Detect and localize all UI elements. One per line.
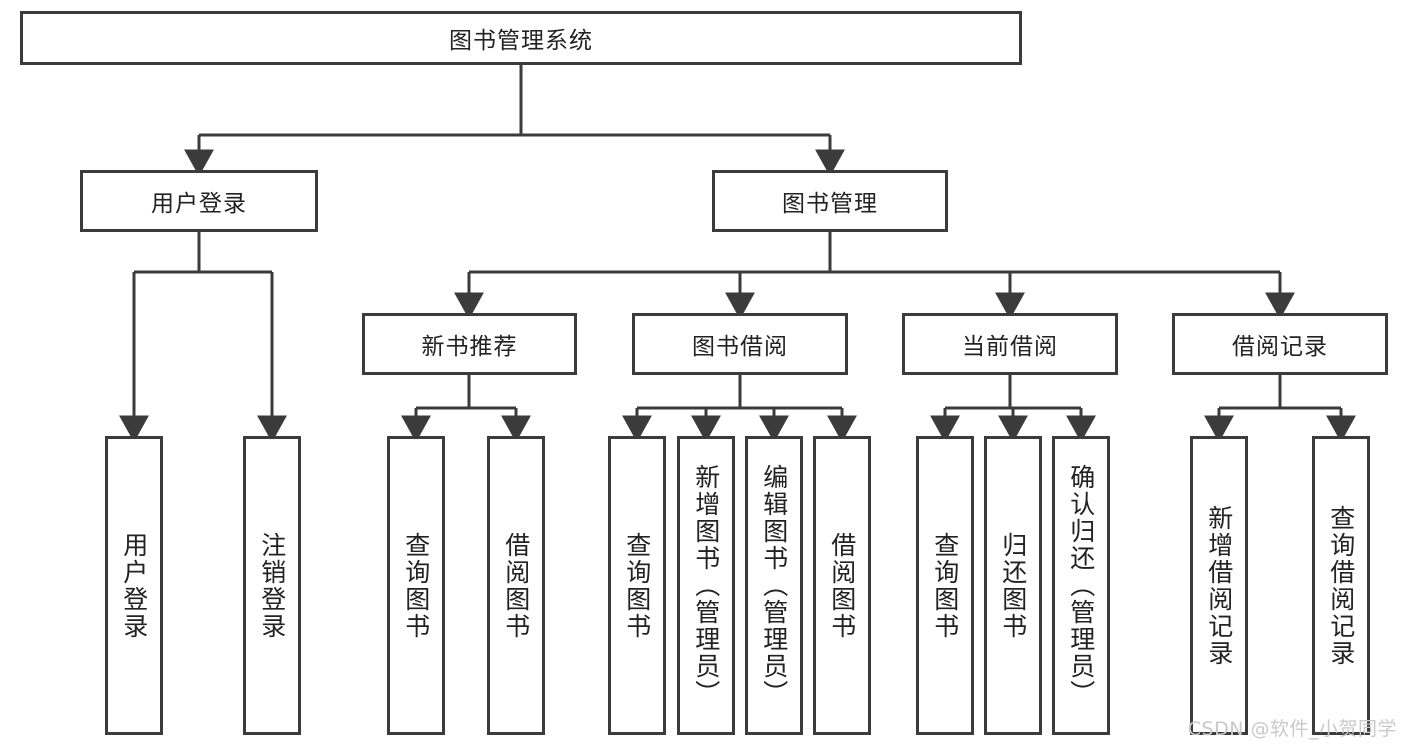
node-borrow-record[interactable]: 借阅记录 bbox=[1172, 313, 1388, 375]
node-book-borrow-label: 图书借阅 bbox=[692, 334, 788, 360]
node-book-manage[interactable]: 图书管理 bbox=[712, 170, 948, 232]
node-current-borrow-label: 当前借阅 bbox=[962, 334, 1058, 360]
node-root-system[interactable]: 图书管理系统 bbox=[20, 11, 1022, 65]
leaf-node-query-book-borrow[interactable]: 查询图书 bbox=[608, 436, 666, 735]
leaf-label: 归还图书 bbox=[998, 531, 1028, 640]
leaf-label: 新增图书（管理员） bbox=[691, 464, 721, 707]
node-book-manage-label: 图书管理 bbox=[782, 191, 878, 217]
leaf-label: 编辑图书（管理员） bbox=[759, 464, 789, 707]
node-root-label: 图书管理系统 bbox=[449, 28, 593, 54]
leaf-label: 查询图书 bbox=[401, 531, 431, 640]
node-current-borrow[interactable]: 当前借阅 bbox=[902, 313, 1118, 375]
leaf-label: 借阅图书 bbox=[501, 531, 531, 640]
leaf-node-query-borrow-record[interactable]: 查询借阅记录 bbox=[1312, 436, 1370, 735]
leaf-node-return-book[interactable]: 归还图书 bbox=[984, 436, 1042, 735]
leaf-node-borrow-book[interactable]: 借阅图书 bbox=[813, 436, 871, 735]
node-user-login[interactable]: 用户登录 bbox=[80, 170, 318, 232]
leaf-node-query-book-rec[interactable]: 查询图书 bbox=[387, 436, 445, 735]
node-user-login-label: 用户登录 bbox=[151, 191, 247, 217]
leaf-label: 借阅图书 bbox=[827, 531, 857, 640]
leaf-node-user-login[interactable]: 用户登录 bbox=[105, 436, 163, 735]
node-new-book-recommend[interactable]: 新书推荐 bbox=[362, 313, 577, 375]
leaf-node-query-book-current[interactable]: 查询图书 bbox=[916, 436, 974, 735]
node-book-borrow[interactable]: 图书借阅 bbox=[632, 313, 848, 375]
node-new-book-recommend-label: 新书推荐 bbox=[421, 334, 518, 360]
leaf-label: 新增借阅记录 bbox=[1204, 504, 1234, 667]
leaf-node-edit-book-admin[interactable]: 编辑图书（管理员） bbox=[745, 436, 803, 735]
leaf-label: 查询图书 bbox=[622, 531, 652, 640]
node-borrow-record-label: 借阅记录 bbox=[1232, 334, 1328, 360]
watermark: CSDN @软件_小贺同学 bbox=[1187, 718, 1397, 740]
leaf-label: 查询借阅记录 bbox=[1326, 504, 1356, 667]
leaf-node-borrow-book-rec[interactable]: 借阅图书 bbox=[487, 436, 545, 735]
leaf-label: 注销登录 bbox=[257, 531, 287, 640]
leaf-label: 确认归还（管理员） bbox=[1066, 464, 1096, 707]
leaf-label: 查询图书 bbox=[930, 531, 960, 640]
leaf-label: 用户登录 bbox=[119, 531, 149, 640]
leaf-node-add-borrow-record[interactable]: 新增借阅记录 bbox=[1190, 436, 1248, 735]
leaf-node-logout[interactable]: 注销登录 bbox=[243, 436, 301, 735]
leaf-node-add-book-admin[interactable]: 新增图书（管理员） bbox=[677, 436, 735, 735]
leaf-node-confirm-return-admin[interactable]: 确认归还（管理员） bbox=[1052, 436, 1110, 735]
